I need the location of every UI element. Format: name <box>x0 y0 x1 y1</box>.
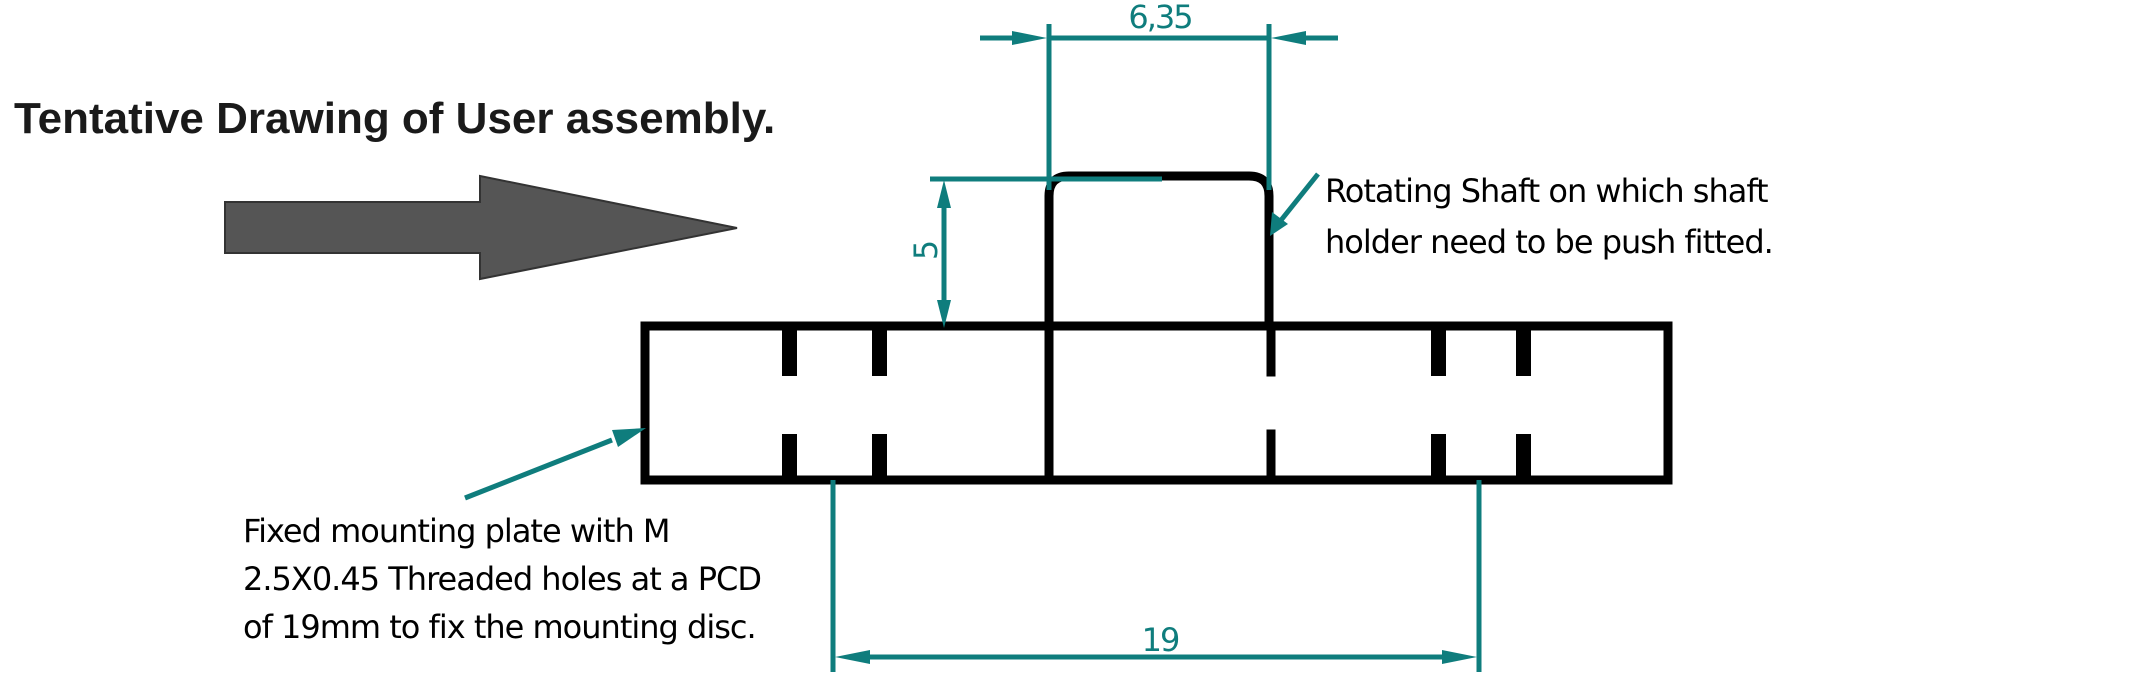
plate-note-leader <box>464 437 613 501</box>
hole-stub <box>872 330 887 376</box>
plate-note-line: Fixed mounting plate with M <box>243 512 670 550</box>
hole-stub <box>1516 434 1531 476</box>
arrowhead-icon <box>1442 650 1477 664</box>
shaft-note-leader <box>1276 172 1320 226</box>
shaft-note: Rotating Shaft on which shaft holder nee… <box>1325 172 1774 261</box>
dimension-label-pcd: 19 <box>1142 621 1179 659</box>
hole-stub <box>1431 434 1446 476</box>
plate-note: Fixed mounting plate with M 2.5X0.45 Thr… <box>243 512 762 646</box>
threaded-holes <box>782 330 1531 476</box>
shaft-note-line: Rotating Shaft on which shaft <box>1325 172 1768 210</box>
rotating-shaft <box>1044 171 1274 326</box>
arrowhead-icon <box>937 180 951 208</box>
arrowhead-icon <box>835 650 870 664</box>
hole-stub <box>782 434 797 476</box>
hole-stub <box>1516 330 1531 376</box>
arrowhead-icon <box>1271 31 1306 45</box>
plate-note-line: of 19mm to fix the mounting disc. <box>243 608 756 646</box>
direction-arrow-icon <box>224 174 738 281</box>
mounting-plate <box>640 321 1673 485</box>
arrowhead-icon <box>937 300 951 328</box>
shaft-note-line: holder need to be push fitted. <box>1325 223 1773 261</box>
page-title: Tentative Drawing of User assembly. <box>14 94 775 143</box>
plate-note-line: 2.5X0.45 Threaded holes at a PCD <box>243 560 761 598</box>
dimension-arrowheads <box>612 31 1477 664</box>
hole-stub <box>872 434 887 476</box>
dimension-lines <box>464 24 1482 672</box>
arrowhead-icon <box>1270 212 1288 236</box>
hole-stub <box>782 330 797 376</box>
arrowhead-icon <box>612 428 646 447</box>
arrowhead-icon <box>1012 31 1047 45</box>
hole-stub <box>1431 330 1446 376</box>
dimension-label-shaft-height: 5 <box>907 242 945 260</box>
dimension-label-shaft-width: 6,35 <box>1128 0 1191 36</box>
